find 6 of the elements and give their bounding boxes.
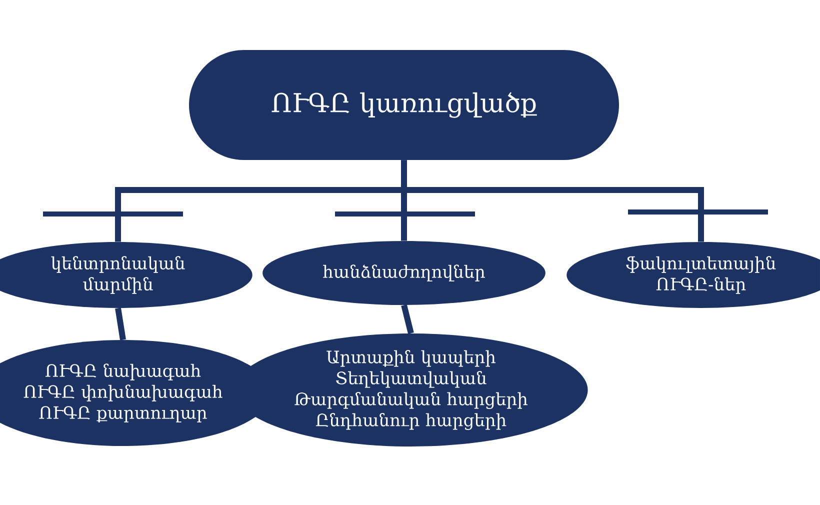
connector-line (401, 160, 704, 242)
rounded-box: ՈՒԳԸ կառուցվածք (189, 50, 619, 160)
connector-line (115, 308, 126, 340)
ellipse-box: հանձնաժողովներ (262, 241, 546, 305)
ellipse-box: Արտաքին կապերի Տեղեկատվական Թարգմանական հարցերի Ընդհանուր հարցերի (234, 333, 588, 446)
connector-line (401, 304, 414, 334)
